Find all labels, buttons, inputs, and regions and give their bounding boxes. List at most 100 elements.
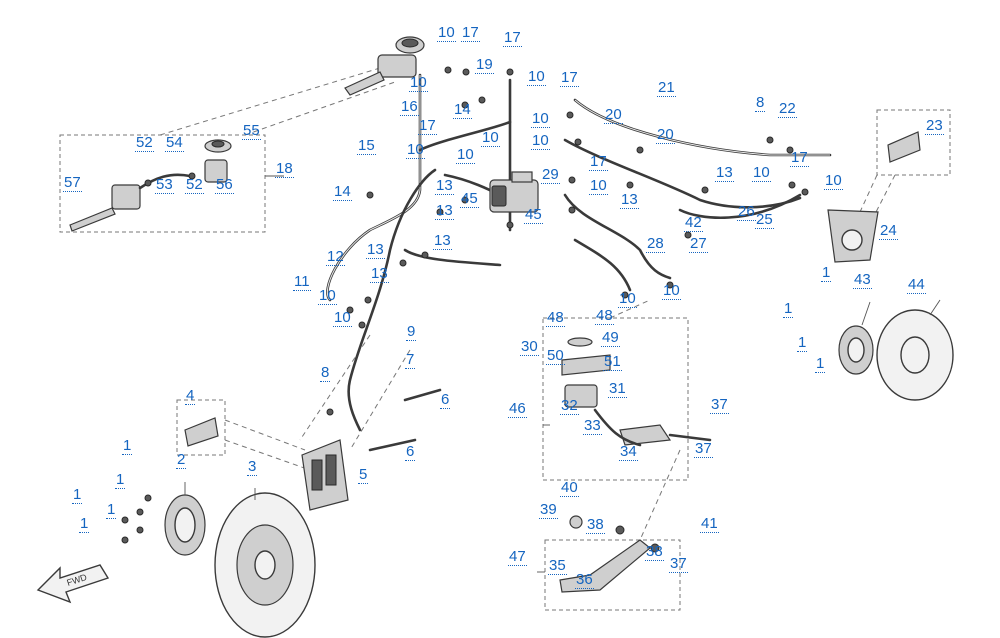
callout-10[interactable]: 10 — [456, 146, 475, 164]
callout-15[interactable]: 15 — [357, 137, 376, 155]
callout-10[interactable]: 10 — [824, 172, 843, 190]
callout-14[interactable]: 14 — [453, 101, 472, 119]
callout-12[interactable]: 12 — [326, 248, 345, 266]
callout-14[interactable]: 14 — [333, 183, 352, 201]
callout-11[interactable]: 11 — [293, 273, 311, 291]
callout-1[interactable]: 1 — [815, 355, 826, 373]
callout-50[interactable]: 50 — [546, 347, 565, 365]
callout-1[interactable]: 1 — [783, 300, 794, 318]
callout-52[interactable]: 52 — [185, 176, 204, 194]
callout-51[interactable]: 51 — [603, 353, 622, 371]
callout-33[interactable]: 33 — [583, 417, 602, 435]
callout-24[interactable]: 24 — [879, 222, 898, 240]
callout-17[interactable]: 17 — [461, 24, 480, 42]
callout-10[interactable]: 10 — [333, 309, 352, 327]
callout-6[interactable]: 6 — [405, 443, 416, 461]
callout-1[interactable]: 1 — [797, 334, 808, 352]
callout-6[interactable]: 6 — [440, 391, 451, 409]
callout-52[interactable]: 52 — [135, 134, 154, 152]
callout-17[interactable]: 17 — [560, 69, 579, 87]
callout-48[interactable]: 48 — [595, 307, 614, 325]
callout-42[interactable]: 42 — [684, 214, 703, 232]
callout-54[interactable]: 54 — [165, 134, 184, 152]
callout-34[interactable]: 34 — [619, 443, 638, 461]
callout-21[interactable]: 21 — [657, 79, 676, 97]
callout-27[interactable]: 27 — [689, 235, 708, 253]
callout-10[interactable]: 10 — [409, 74, 428, 92]
callout-49[interactable]: 49 — [601, 329, 620, 347]
callout-37[interactable]: 37 — [710, 396, 729, 414]
callout-10[interactable]: 10 — [527, 68, 546, 86]
callout-57[interactable]: 57 — [63, 174, 82, 192]
callout-22[interactable]: 22 — [778, 100, 797, 118]
callout-13[interactable]: 13 — [435, 177, 454, 195]
callout-17[interactable]: 17 — [790, 149, 809, 167]
callout-25[interactable]: 25 — [755, 211, 774, 229]
callout-48[interactable]: 48 — [546, 309, 565, 327]
callout-30[interactable]: 30 — [520, 338, 539, 356]
callout-17[interactable]: 17 — [503, 29, 522, 47]
callout-19[interactable]: 19 — [475, 56, 494, 74]
callout-10[interactable]: 10 — [481, 129, 500, 147]
callout-4[interactable]: 4 — [185, 387, 196, 405]
callout-13[interactable]: 13 — [366, 241, 385, 259]
callout-13[interactable]: 13 — [435, 202, 454, 220]
callout-31[interactable]: 31 — [608, 380, 627, 398]
callout-45[interactable]: 45 — [460, 190, 479, 208]
callout-13[interactable]: 13 — [620, 191, 639, 209]
callout-44[interactable]: 44 — [907, 276, 926, 294]
callout-40[interactable]: 40 — [560, 479, 579, 497]
callout-38[interactable]: 38 — [586, 516, 605, 534]
callout-46[interactable]: 46 — [508, 400, 527, 418]
callout-1[interactable]: 1 — [821, 264, 832, 282]
callout-20[interactable]: 20 — [656, 126, 675, 144]
callout-37[interactable]: 37 — [694, 440, 713, 458]
callout-5[interactable]: 5 — [358, 466, 369, 484]
callout-47[interactable]: 47 — [508, 548, 527, 566]
callout-43[interactable]: 43 — [853, 271, 872, 289]
callout-16[interactable]: 16 — [400, 98, 419, 116]
callout-45[interactable]: 45 — [524, 206, 543, 224]
callout-56[interactable]: 56 — [215, 176, 234, 194]
callout-1[interactable]: 1 — [79, 515, 90, 533]
callout-10[interactable]: 10 — [662, 282, 681, 300]
callout-3[interactable]: 3 — [247, 458, 258, 476]
callout-7[interactable]: 7 — [405, 351, 416, 369]
callout-10[interactable]: 10 — [437, 24, 456, 42]
callout-38[interactable]: 38 — [645, 543, 664, 561]
callout-13[interactable]: 13 — [433, 232, 452, 250]
callout-36[interactable]: 36 — [575, 571, 594, 589]
callout-8[interactable]: 8 — [320, 364, 331, 382]
callout-10[interactable]: 10 — [531, 110, 550, 128]
callout-37[interactable]: 37 — [669, 555, 688, 573]
callout-28[interactable]: 28 — [646, 235, 665, 253]
callout-1[interactable]: 1 — [72, 486, 83, 504]
callout-18[interactable]: 18 — [275, 160, 294, 178]
callout-8[interactable]: 8 — [755, 94, 766, 112]
callout-1[interactable]: 1 — [106, 501, 117, 519]
callout-10[interactable]: 10 — [618, 290, 637, 308]
callout-39[interactable]: 39 — [539, 501, 558, 519]
callout-1[interactable]: 1 — [115, 471, 126, 489]
callout-41[interactable]: 41 — [700, 515, 719, 533]
callout-20[interactable]: 20 — [604, 106, 623, 124]
callout-23[interactable]: 23 — [925, 117, 944, 135]
callout-13[interactable]: 13 — [370, 265, 389, 283]
callout-53[interactable]: 53 — [155, 176, 174, 194]
callout-29[interactable]: 29 — [541, 166, 560, 184]
callout-55[interactable]: 55 — [242, 122, 261, 140]
callout-2[interactable]: 2 — [176, 451, 187, 469]
callout-35[interactable]: 35 — [548, 557, 567, 575]
callout-17[interactable]: 17 — [418, 117, 437, 135]
callout-9[interactable]: 9 — [406, 323, 417, 341]
callout-10[interactable]: 10 — [589, 177, 608, 195]
callout-13[interactable]: 13 — [715, 164, 734, 182]
callout-10[interactable]: 10 — [406, 141, 425, 159]
callout-10[interactable]: 10 — [752, 164, 771, 182]
callout-1[interactable]: 1 — [122, 437, 133, 455]
callout-10[interactable]: 10 — [318, 287, 337, 305]
callout-26[interactable]: 26 — [737, 203, 756, 221]
callout-10[interactable]: 10 — [531, 132, 550, 150]
callout-32[interactable]: 32 — [560, 397, 579, 415]
callout-17[interactable]: 17 — [589, 153, 608, 171]
